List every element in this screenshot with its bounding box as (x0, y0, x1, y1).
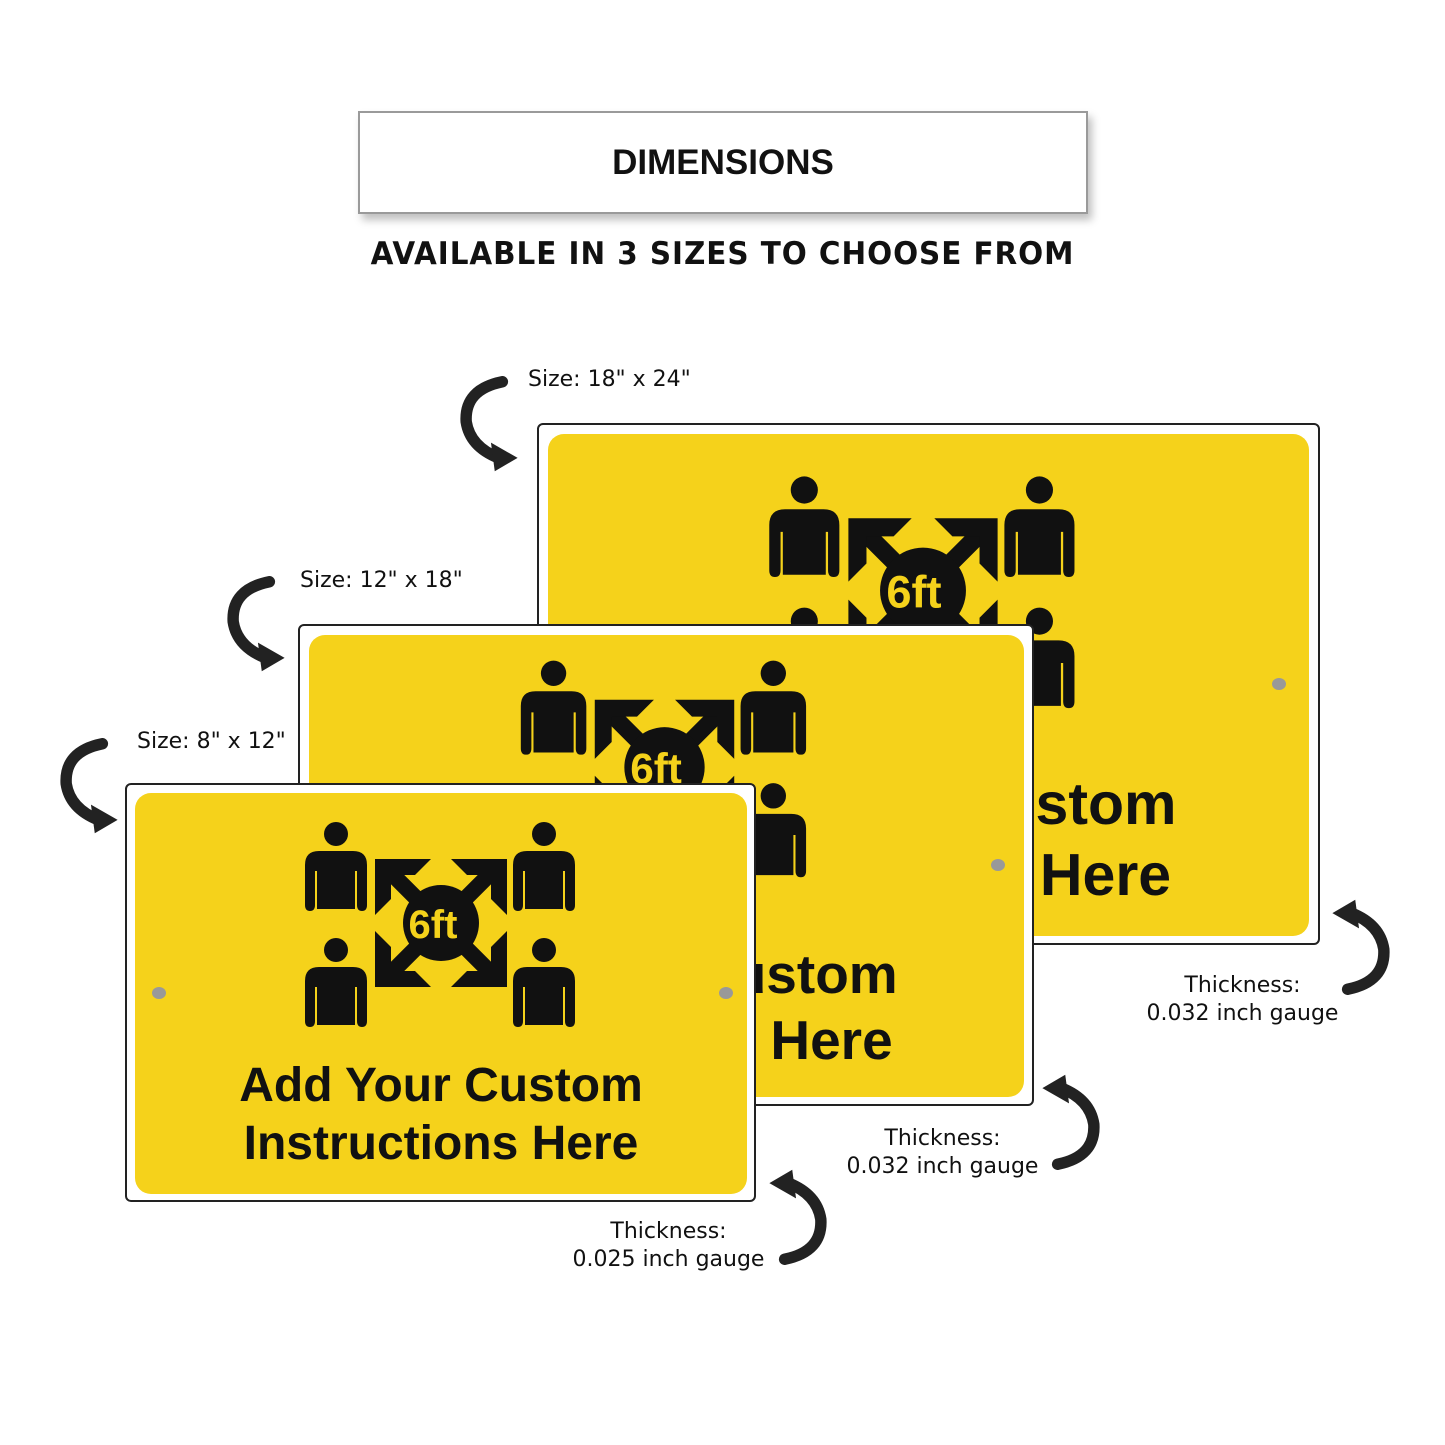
thickness-value: 0.032 inch gauge (846, 1153, 1039, 1179)
icon-label: 6ft (409, 903, 458, 947)
curved-arrow-icon (222, 576, 292, 676)
sign-text: Add Your Custom Instructions Here (135, 1057, 747, 1172)
six-ft-distance-icon: 6ft (753, 464, 1093, 724)
curved-arrow-icon (1325, 895, 1395, 995)
thickness-label-medium: Thickness: 0.032 inch gauge (830, 1125, 1055, 1180)
icon-label: 6ft (886, 567, 941, 618)
mount-hole (991, 859, 1005, 871)
size-label-large: Size: 18" x 24" (528, 367, 691, 392)
sign-line-2: Instructions Here (243, 1116, 639, 1170)
thickness-heading: Thickness: (884, 1126, 1001, 1151)
sign-face: 6ft Add Your Custom Instructions Here (135, 793, 747, 1194)
mount-hole (719, 987, 733, 999)
page-title: DIMENSIONS (612, 142, 834, 182)
curved-arrow-icon (55, 738, 125, 838)
thickness-label-small: Thickness: 0.025 inch gauge (556, 1218, 781, 1273)
size-label-medium: Size: 12" x 18" (300, 568, 463, 593)
six-ft-distance-icon: 6ft (291, 811, 591, 1041)
mount-hole (1272, 678, 1286, 690)
mount-hole (152, 987, 166, 999)
sign-line-1: Add Your Custom (239, 1059, 643, 1112)
curved-arrow-icon (762, 1165, 832, 1265)
title-box: DIMENSIONS (358, 111, 1088, 214)
subtitle: AVAILABLE IN 3 SIZES TO CHOOSE FROM (370, 236, 1075, 272)
thickness-heading: Thickness: (1184, 973, 1301, 998)
thickness-value: 0.025 inch gauge (572, 1246, 765, 1272)
size-label-small: Size: 8" x 12" (137, 729, 286, 754)
thickness-value: 0.032 inch gauge (1146, 1000, 1339, 1026)
curved-arrow-icon (455, 376, 525, 476)
sign-small: 6ft Add Your Custom Instructions Here (125, 783, 756, 1202)
thickness-label-large: Thickness: 0.032 inch gauge (1130, 972, 1355, 1027)
curved-arrow-icon (1035, 1070, 1105, 1170)
thickness-heading: Thickness: (610, 1219, 727, 1244)
